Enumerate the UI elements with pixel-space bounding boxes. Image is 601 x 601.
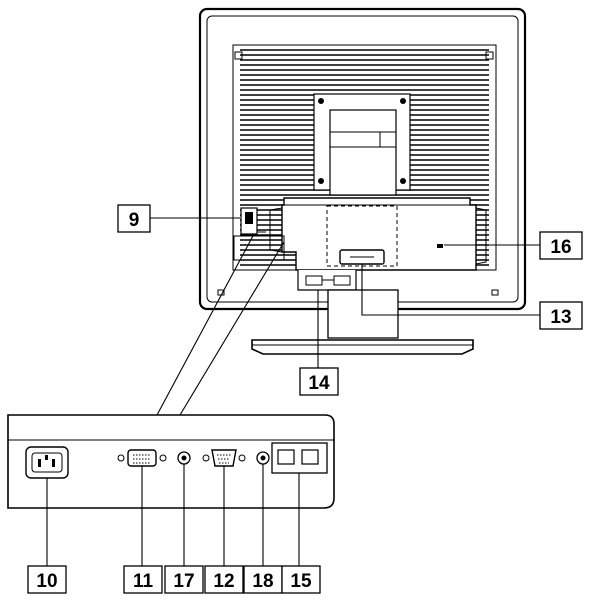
left-side-panel <box>233 235 285 261</box>
callout-label: 12 <box>213 571 234 592</box>
zoom-leader <box>156 233 255 416</box>
screw-icon <box>400 178 406 184</box>
vga-input-port <box>211 449 237 467</box>
stand-base <box>251 339 474 355</box>
dual-port-frame <box>271 442 328 474</box>
callout-16: 16 <box>539 231 583 260</box>
port-right-15 <box>301 449 319 465</box>
dvi-input-port <box>127 449 157 467</box>
callout-15: 15 <box>281 565 321 594</box>
callout-14: 14 <box>299 367 339 396</box>
port-left-15 <box>277 449 295 465</box>
callout-label: 15 <box>290 571 312 592</box>
callout-11: 11 <box>123 565 163 594</box>
ac-pin-icon <box>45 455 48 460</box>
mount-hole-right <box>485 51 494 60</box>
callout-18: 18 <box>243 565 283 594</box>
ac-pin-icon <box>52 459 55 467</box>
vga-screw-icon <box>238 454 246 462</box>
zoom-leader <box>179 241 285 416</box>
callout-12: 12 <box>204 565 244 594</box>
dvi-screw-icon <box>117 454 125 462</box>
ac-pin-icon <box>38 459 41 467</box>
vga-screw-icon <box>202 454 210 462</box>
connector-housing <box>281 197 477 271</box>
stand-column <box>327 289 399 339</box>
callout-label: 11 <box>133 571 154 592</box>
security-lock-slot <box>437 244 443 248</box>
dvi-screw-icon <box>159 454 167 462</box>
callout-label: 13 <box>550 307 571 328</box>
connector-panel-detail <box>7 414 335 509</box>
callout-9: 9 <box>117 204 151 233</box>
connector-panel <box>7 414 335 509</box>
callout-label: 18 <box>252 571 273 592</box>
screw-icon <box>318 98 324 104</box>
stand-neck <box>329 109 397 196</box>
bezel-clip <box>491 289 499 296</box>
callout-17: 17 <box>164 565 204 594</box>
monitor-body <box>198 7 527 355</box>
callout-label: 9 <box>129 210 140 231</box>
callout-label: 10 <box>36 571 57 592</box>
callout-10: 10 <box>27 565 67 594</box>
callout-label: 14 <box>308 373 330 394</box>
power-switch-toggle <box>245 212 253 224</box>
leader-lines <box>46 217 540 566</box>
mount-hole-left <box>234 51 243 60</box>
screw-icon <box>318 178 324 184</box>
callout-label: 17 <box>173 571 194 592</box>
screw-icon <box>400 98 406 104</box>
callout-13: 13 <box>539 301 583 330</box>
callout-label: 16 <box>550 237 571 258</box>
